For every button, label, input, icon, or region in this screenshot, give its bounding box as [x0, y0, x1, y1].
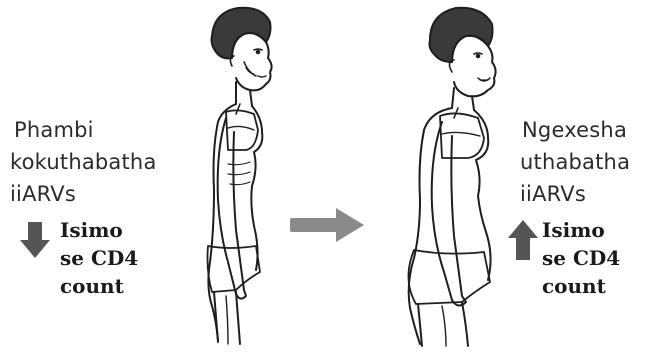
healthy-woman-figure [408, 8, 495, 346]
after-cd4-line-2: se CD4 [542, 246, 620, 270]
after-caption-line-3: iiARVs [520, 182, 586, 206]
before-caption-line-1: Phambi [14, 118, 94, 142]
after-caption-line-2: uthabatha [520, 150, 630, 174]
before-caption-line-3: iiARVs [10, 182, 76, 206]
before-cd4-line-2: se CD4 [60, 246, 138, 270]
before-cd4-line-3: count [60, 274, 124, 298]
transition-arrow-icon [290, 208, 364, 242]
thin-woman-figure [208, 8, 272, 344]
after-cd4-line-1: Isimo [542, 218, 605, 242]
after-cd4-line-3: count [542, 274, 606, 298]
after-caption-line-1: Ngexesha [522, 118, 627, 142]
before-cd4-line-1: Isimo [60, 218, 123, 242]
cd4-up-arrow-icon [508, 220, 538, 260]
cd4-down-arrow-icon [20, 222, 50, 258]
before-caption-line-2: kokuthabatha [10, 150, 157, 174]
